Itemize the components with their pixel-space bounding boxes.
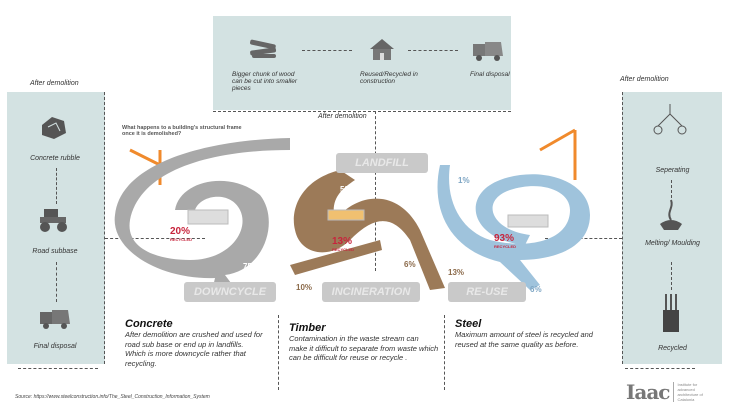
iaac-logo: Iaac Institute for advanced architecture…	[626, 380, 703, 404]
steel-flow-arrow	[437, 165, 590, 290]
steel-incoming-pct: 13%	[448, 268, 465, 277]
right-step-label: Recycled	[658, 345, 687, 352]
divider	[375, 111, 376, 271]
garbage-truck-icon	[471, 38, 505, 67]
material-flow-illustration	[114, 128, 590, 300]
divider	[18, 368, 98, 369]
label: RECYCLED	[494, 244, 517, 249]
material-title: Timber	[289, 322, 326, 334]
left-heading: After demolition	[30, 80, 79, 87]
label: RECYCLED	[170, 237, 193, 242]
timber-downcycle-pct: 10%	[296, 283, 313, 292]
left-step-label: Concrete rubble	[30, 155, 80, 162]
material-timber: Timber Contamination in the waste stream…	[289, 322, 439, 363]
after-demolition-caption: After demolition	[318, 113, 367, 120]
timber-incineration-pct: 6%	[404, 260, 416, 269]
top-step-label: Reused/Recycled in construction	[360, 71, 418, 85]
steel-bars-icon	[660, 292, 682, 339]
label: RECYCLED	[332, 247, 355, 252]
rubble-icon	[38, 115, 68, 146]
top-flow-panel	[213, 16, 511, 110]
steel-reuse-pct: 6%	[530, 285, 542, 294]
concrete-downcycle-pct: 75%	[243, 262, 260, 271]
divider	[625, 368, 695, 369]
concrete-recycled-pct: 20%RECYCLED	[170, 226, 192, 242]
flow-arrow	[671, 180, 672, 198]
reuse-box: RE-USE	[448, 282, 526, 302]
wood-logs-icon	[248, 38, 278, 65]
right-step-label: Seperating	[655, 167, 690, 174]
material-description: After demolition are crushed and used fo…	[125, 330, 263, 368]
melting-icon	[658, 198, 684, 237]
pct: 93%	[494, 233, 515, 244]
material-concrete: Concrete After demolition are crushed an…	[125, 318, 270, 368]
concrete-landfill-pct: 5%	[302, 156, 314, 165]
steel-landfill-pct: 1%	[458, 176, 470, 185]
source-citation: Source: https://www.steelconstruction.in…	[15, 394, 210, 400]
incineration-box: INCINERATION	[322, 282, 420, 302]
divider	[545, 238, 622, 239]
garbage-truck-icon	[38, 306, 72, 335]
top-step-label: Final disposal	[470, 71, 510, 78]
separating-icon	[650, 100, 690, 145]
left-step-label: Final disposal	[33, 343, 77, 350]
logo-subtitle: Institute for advanced architecture of C…	[673, 382, 703, 402]
flow-arrow	[671, 262, 672, 290]
infographic-question: What happens to a building's structural …	[122, 125, 242, 137]
crane-icon	[539, 128, 577, 180]
pct: 20%	[170, 226, 191, 237]
flow-arrow	[408, 50, 458, 51]
timber-landfill-pct: 58%	[340, 185, 357, 194]
left-step-label: Road subbase	[32, 248, 78, 255]
timber-flow-arrow	[290, 170, 445, 290]
flow-arrow	[302, 50, 352, 51]
divider	[278, 315, 279, 390]
divider	[105, 238, 205, 239]
divider	[213, 111, 511, 112]
timber-recycled-pct: 13%RECYCLED	[332, 236, 354, 252]
material-stack-icon	[187, 209, 549, 228]
road-roller-icon	[36, 207, 70, 238]
flow-arrow	[56, 262, 57, 302]
downcycle-box: DOWNCYCLE	[184, 282, 276, 302]
landfill-box: LANDFILL	[336, 153, 428, 173]
right-step-label: Melting/ Moulding	[645, 240, 700, 247]
material-steel: Steel Maximum amount of steel is recycle…	[455, 318, 605, 349]
pct: 13%	[332, 236, 353, 247]
right-heading: After demolition	[620, 76, 669, 83]
house-icon	[368, 36, 396, 67]
concrete-flow-arrow	[114, 138, 291, 300]
top-step-label: Bigger chunk of wood can be cut into sma…	[232, 71, 298, 92]
material-title: Steel	[455, 318, 482, 330]
material-title: Concrete	[125, 318, 173, 330]
divider	[444, 315, 445, 390]
material-description: Maximum amount of steel is recycled and …	[455, 330, 593, 349]
flow-arrow	[56, 168, 57, 204]
steel-recycled-pct: 93%RECYCLED	[494, 233, 516, 249]
material-description: Contamination in the waste stream can ma…	[289, 334, 439, 362]
